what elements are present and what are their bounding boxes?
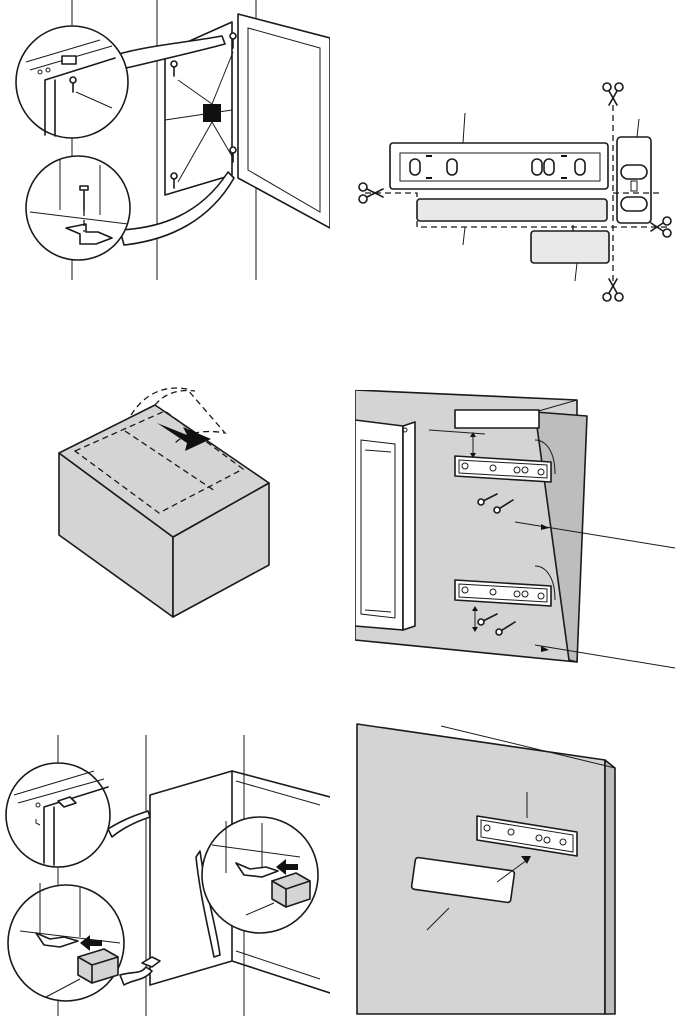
figure-hinge-screws — [0, 0, 330, 280]
scissors-icon — [603, 279, 623, 301]
template-cutting-drawing — [355, 75, 675, 310]
bracket-mounting-drawing — [355, 390, 677, 675]
template-long-strip — [417, 199, 607, 221]
hinge-screws-drawing — [0, 0, 330, 280]
box-tape-drawing — [55, 385, 285, 625]
figure-bracket-mounting — [355, 390, 677, 675]
template-small-piece — [531, 231, 609, 263]
detail-circle-bottom — [26, 156, 130, 260]
figure-panel-bracket — [355, 722, 677, 1016]
scissors-icon — [603, 83, 623, 105]
door-stoppers-drawing — [0, 735, 330, 1016]
label-plate — [455, 410, 539, 428]
marker-square-icon — [203, 104, 221, 122]
panel-bracket-drawing — [355, 722, 677, 1016]
figure-door-stoppers — [0, 735, 330, 1016]
figure-box-tape-removal — [55, 385, 285, 625]
detail-circle-top — [6, 763, 110, 867]
figure-template-cutting — [355, 75, 675, 310]
